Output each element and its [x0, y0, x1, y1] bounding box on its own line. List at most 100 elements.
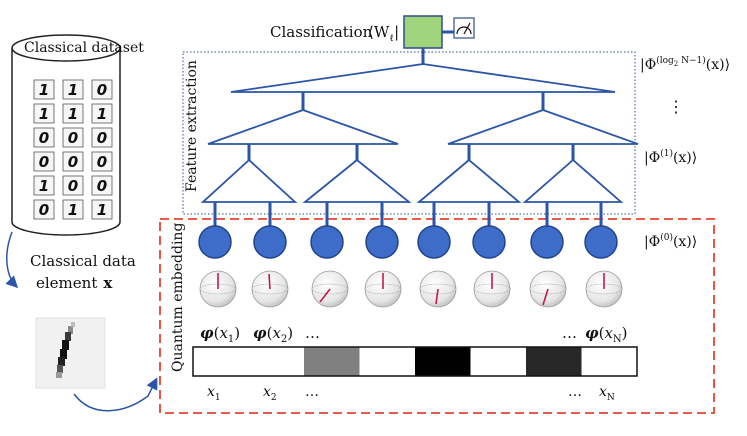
feature-map-ellipsis-left: … — [305, 324, 320, 342]
digit-glyph: 1 — [39, 105, 49, 123]
digit-thumbnail — [62, 79, 84, 100]
pixel-label-xn: xN — [599, 384, 615, 403]
qubit — [472, 225, 506, 259]
qubit — [584, 225, 618, 259]
digit-glyph: 0 — [97, 129, 107, 147]
digit-glyph: 1 — [68, 105, 78, 123]
pixel-label-dots-right: … — [568, 384, 582, 400]
qubit — [253, 225, 287, 259]
feature-extraction-label: Feature extraction — [184, 60, 200, 192]
digit-thumbnail — [91, 199, 113, 220]
feature-map-label-n: φ(xN) — [585, 324, 628, 345]
state-label-level0: |Φ(0)(x)⟩ — [644, 232, 697, 250]
bloch-sphere-3 — [311, 270, 349, 308]
qubit — [365, 225, 399, 259]
pixel-cell — [526, 347, 582, 376]
pixel-cell — [470, 347, 526, 376]
conv-triangle — [416, 158, 522, 203]
digit-thumbnail — [33, 199, 55, 220]
pixel-cell — [248, 347, 304, 376]
feature-map-label-1: φ(x1) — [200, 324, 240, 345]
pooling-triangle-left — [207, 109, 399, 145]
quantum-embedding-frame — [159, 218, 715, 414]
pixel-cell — [581, 347, 637, 376]
dataset-to-element-arrow — [5, 231, 19, 289]
digit-grid: 1 1 0 1 1 1 0 0 0 0 0 0 1 0 0 0 1 1 — [33, 79, 113, 220]
conv-triangle — [200, 158, 298, 203]
qubit — [310, 225, 344, 259]
pixel-cell — [304, 347, 360, 376]
digit-glyph: 1 — [68, 81, 78, 99]
bloch-sphere-1 — [199, 270, 237, 308]
qubit — [530, 225, 564, 259]
digit-glyph: 1 — [97, 201, 107, 219]
digit-glyph: 1 — [39, 177, 49, 195]
pixel-strip-border — [192, 346, 638, 377]
qubit — [417, 225, 451, 259]
digit-thumbnail — [91, 175, 113, 196]
qubit-wires — [213, 202, 603, 226]
feature-extraction-frame — [182, 51, 636, 215]
pixel-strip — [193, 347, 637, 376]
pixel-cell — [359, 347, 415, 376]
digit-thumbnail — [33, 151, 55, 172]
classification-label: Classification — [270, 23, 373, 41]
bloch-sphere-6 — [473, 270, 511, 308]
element-to-embedding-arrow — [73, 377, 158, 412]
data-element-line1: Classical data — [30, 252, 136, 270]
digit-glyph: 0 — [97, 153, 107, 171]
conv-triangle — [522, 158, 624, 203]
bloch-sphere-4 — [364, 270, 402, 308]
digit-glyph: 0 — [39, 129, 49, 147]
meter-icon — [453, 17, 475, 39]
digit-image — [35, 317, 106, 389]
state-label-top: |Φ(log2 N−1)(x)⟩ — [640, 55, 730, 73]
feature-map-ellipsis-right: … — [562, 324, 577, 342]
pixel-label-x2: x2 — [263, 384, 277, 403]
pooling-triangle-right — [447, 109, 639, 145]
digit-thumbnail — [91, 151, 113, 172]
vdots: ⋮ — [668, 97, 684, 116]
digit-thumbnail — [91, 79, 113, 100]
digit-thumbnail — [62, 151, 84, 172]
digit-glyph: 0 — [39, 153, 49, 171]
digit-thumbnail — [91, 127, 113, 148]
digit-thumbnail — [62, 103, 84, 124]
digit-glyph: 0 — [68, 177, 78, 195]
bloch-sphere-5 — [419, 270, 457, 308]
digit-thumbnail — [33, 79, 55, 100]
digit-glyph: 1 — [39, 81, 49, 99]
digit-thumbnail — [33, 175, 55, 196]
digit-glyph: 1 — [97, 105, 107, 123]
digit-thumbnail — [33, 127, 55, 148]
dataset-title: Classical dataset — [24, 40, 144, 56]
bloch-sphere-8 — [585, 270, 623, 308]
classifier-operator: ⟨Wℓ| — [368, 23, 399, 44]
digit-glyph: 0 — [97, 177, 107, 195]
bloch-sphere-2 — [251, 270, 289, 308]
digit-glyph: 0 — [68, 153, 78, 171]
digit-glyph: 0 — [39, 201, 49, 219]
bloch-sphere-7 — [529, 270, 567, 308]
digit-thumbnail — [91, 103, 113, 124]
pixel-label-x1: x1 — [207, 384, 221, 403]
feature-map-label-2: φ(x2) — [253, 324, 293, 345]
digit-thumbnail — [62, 199, 84, 220]
state-label-level1: |Φ(1)(x)⟩ — [644, 148, 697, 166]
digit-glyph: 1 — [68, 201, 78, 219]
pixel-cell — [193, 347, 249, 376]
digit-thumbnail — [33, 103, 55, 124]
qubit — [198, 225, 232, 259]
digit-glyph: 0 — [68, 129, 78, 147]
pixel-cell — [415, 347, 471, 376]
classifier-box — [403, 15, 443, 49]
conv-triangle — [302, 158, 412, 203]
pooling-triangle-top — [230, 63, 616, 93]
digit-glyph: 0 — [97, 81, 107, 99]
quantum-embedding-label: Quantum embedding — [170, 223, 186, 372]
pixel-label-dots-left: … — [305, 384, 319, 400]
digit-thumbnail — [62, 175, 84, 196]
